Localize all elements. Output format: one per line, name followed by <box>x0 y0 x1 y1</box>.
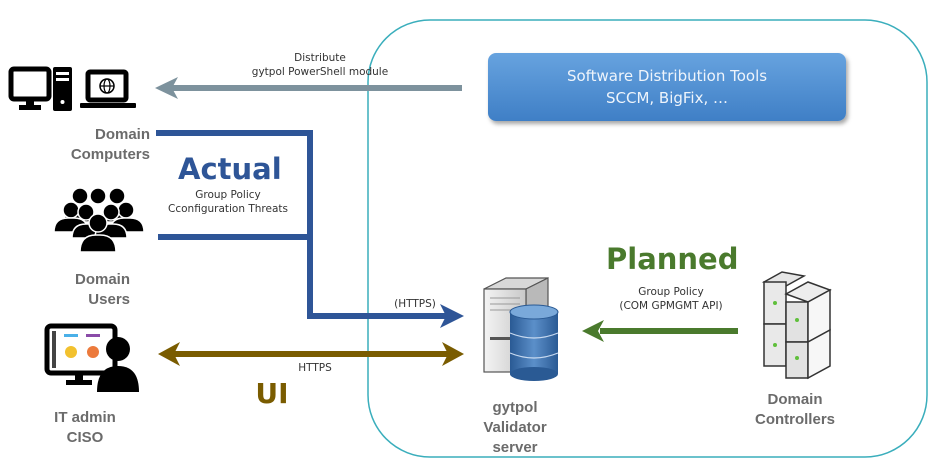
planned-line1: Group Policy <box>638 286 704 298</box>
software-distribution-tools-box: Software Distribution Tools SCCM, BigFix… <box>488 53 846 121</box>
sdt-subtitle: SCCM, BigFix, … <box>605 89 729 107</box>
label-line: Domain <box>74 271 130 288</box>
sdt-title: Software Distribution Tools <box>566 67 768 85</box>
laptop-globe-icon <box>80 69 136 108</box>
actual-title: Actual <box>178 152 282 186</box>
actual-arrow <box>156 130 464 328</box>
distribute-label: Distribute gytpol PowerShell module <box>200 51 440 79</box>
server-cluster-icon <box>761 271 832 380</box>
distribute-line1: Distribute <box>294 52 346 64</box>
label-line: Users <box>88 291 130 308</box>
label-line: Computers <box>70 146 150 163</box>
actual-description: Group Policy Cconfiguration Threats <box>158 188 298 216</box>
label-line: Domain <box>767 391 823 408</box>
label-line: IT admin <box>54 409 116 426</box>
planned-title: Planned <box>606 242 739 276</box>
validator-server-label: gytpol Validator server <box>470 398 560 458</box>
domain-controllers-label: Domain Controllers <box>740 390 850 430</box>
ui-title: UI <box>255 377 289 410</box>
actual-line1: Group Policy <box>195 189 261 201</box>
ui-protocol: HTTPS <box>298 362 332 374</box>
distribute-arrow <box>155 77 462 99</box>
actual-line2: Cconfiguration Threats <box>168 203 288 215</box>
actual-protocol: (HTTPS) <box>394 298 436 310</box>
domain-users-label: Domain Users <box>50 270 130 310</box>
user-group-icon <box>53 187 145 253</box>
label-line: Validator <box>483 419 547 436</box>
label-line: Domain <box>94 126 150 143</box>
planned-line2: (COM GPMGMT API) <box>619 300 723 312</box>
domain-computers-label: Domain Computers <box>50 125 150 165</box>
validator-boundary <box>367 19 928 458</box>
database-server-icon <box>483 277 559 381</box>
label-line: CISO <box>66 429 104 446</box>
desktop-computer-icon <box>8 66 72 111</box>
planned-description: Group Policy (COM GPMGMT API) <box>606 285 736 313</box>
ui-arrow <box>158 342 464 366</box>
label-line: Controllers <box>754 411 835 428</box>
label-line: server <box>492 439 538 456</box>
distribute-line2: gytpol PowerShell module <box>251 66 389 78</box>
planned-arrow <box>582 320 738 342</box>
it-admin-label: IT admin CISO <box>30 408 140 448</box>
label-line: gytpol <box>492 399 538 416</box>
admin-monitor-icon <box>44 323 139 392</box>
